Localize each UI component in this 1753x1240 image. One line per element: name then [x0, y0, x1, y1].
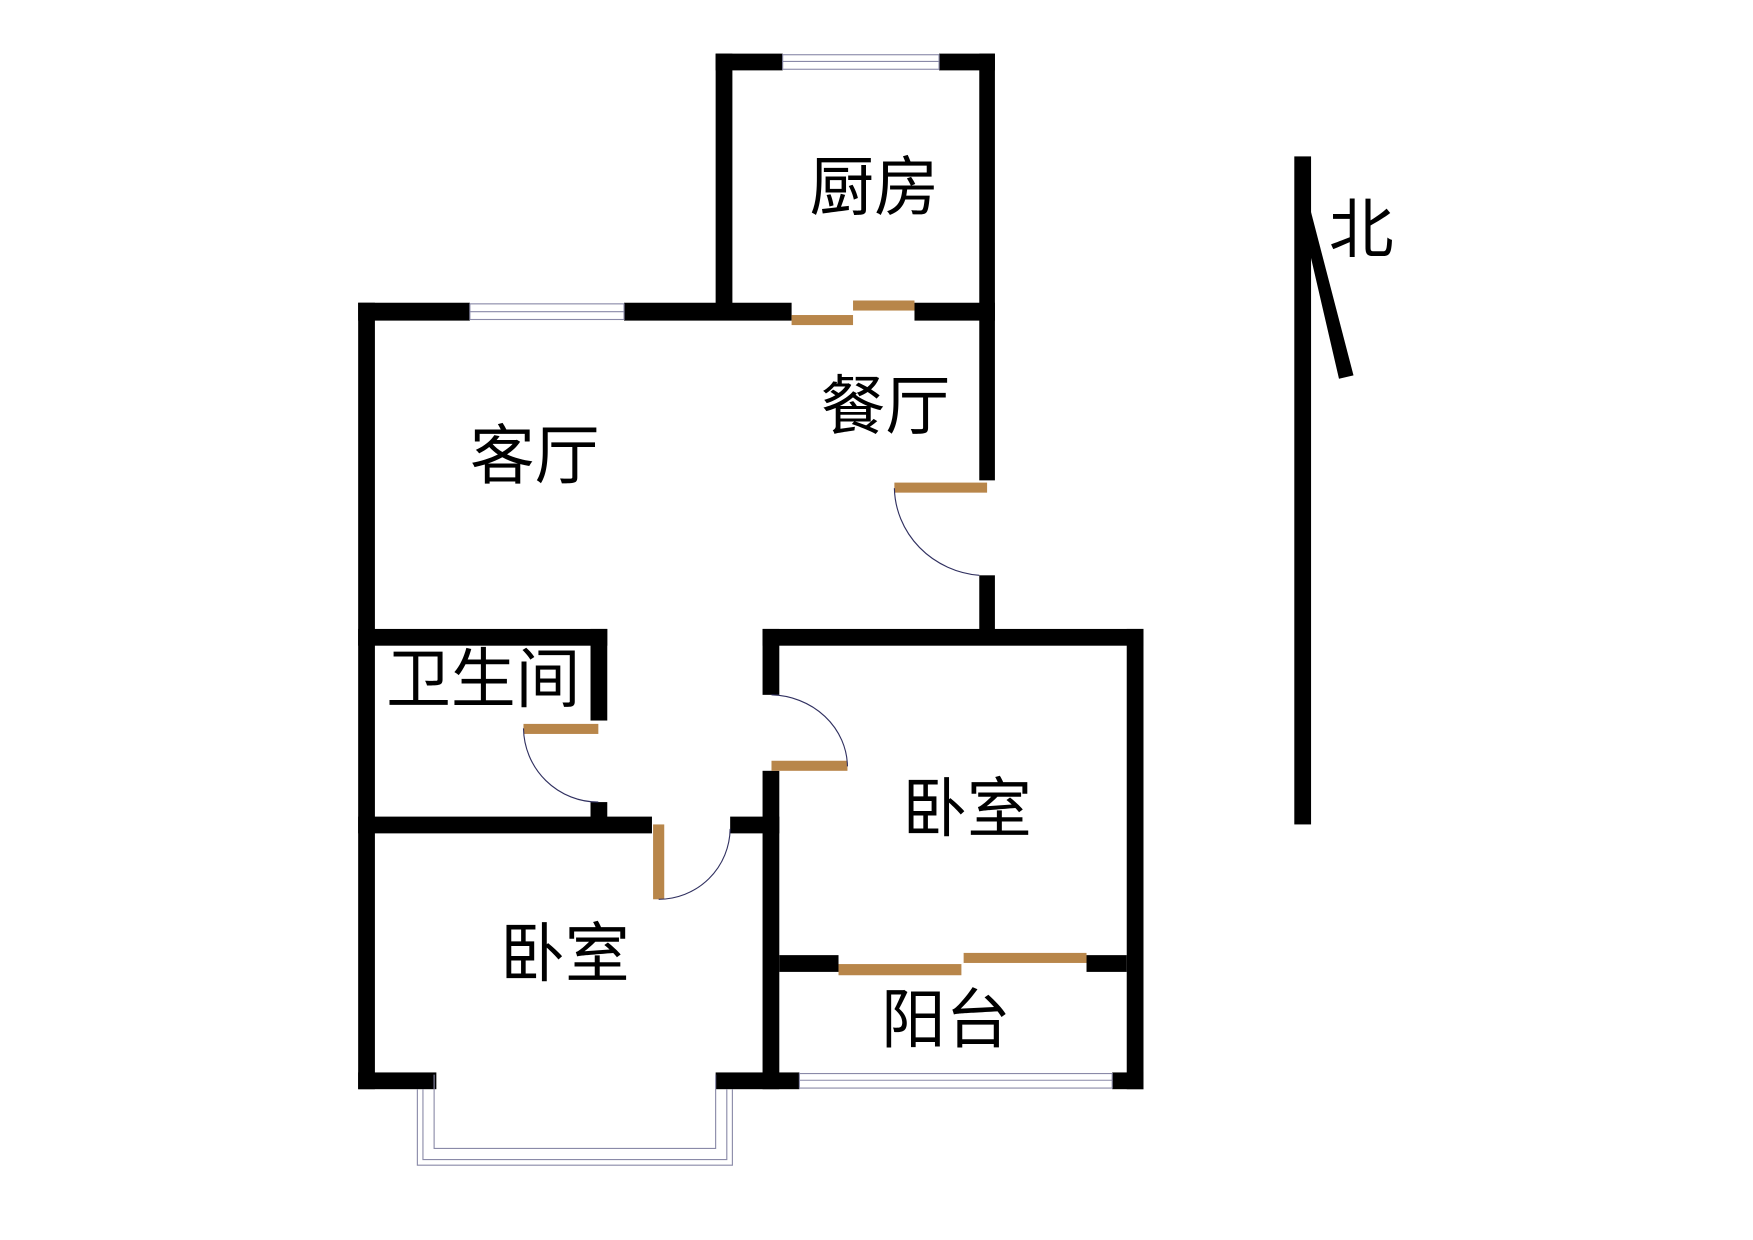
north-label: 北: [1329, 193, 1394, 268]
room-label-bedroom-east: 卧室: [902, 772, 1032, 847]
north-arrow-shaft: [1294, 156, 1312, 825]
balcony-sliding-door: [838, 964, 962, 976]
room-label-bathroom: 卫生间: [386, 642, 580, 717]
door-swings: [522, 488, 980, 900]
west-bedroom-door: [653, 824, 665, 900]
north-arrow-head: [1296, 156, 1354, 379]
doors: [523, 300, 1087, 976]
room-label-bedroom-west: 卧室: [500, 917, 630, 992]
north-arrow: 北: [1294, 156, 1394, 825]
room-label-balcony: 阳台: [881, 983, 1011, 1058]
room-label-kitchen: 厨房: [809, 151, 939, 226]
windows: [416, 54, 1113, 1166]
bathroom-door: [523, 723, 599, 734]
bay-window: [416, 1074, 733, 1166]
room-label-dining: 餐厅: [821, 370, 951, 445]
room-label-living: 客厅: [470, 419, 600, 494]
kitchen-sliding-door: [791, 315, 854, 326]
east-bedroom-door: [771, 760, 848, 771]
walls: [358, 53, 1144, 1090]
entry-door: [894, 482, 988, 493]
